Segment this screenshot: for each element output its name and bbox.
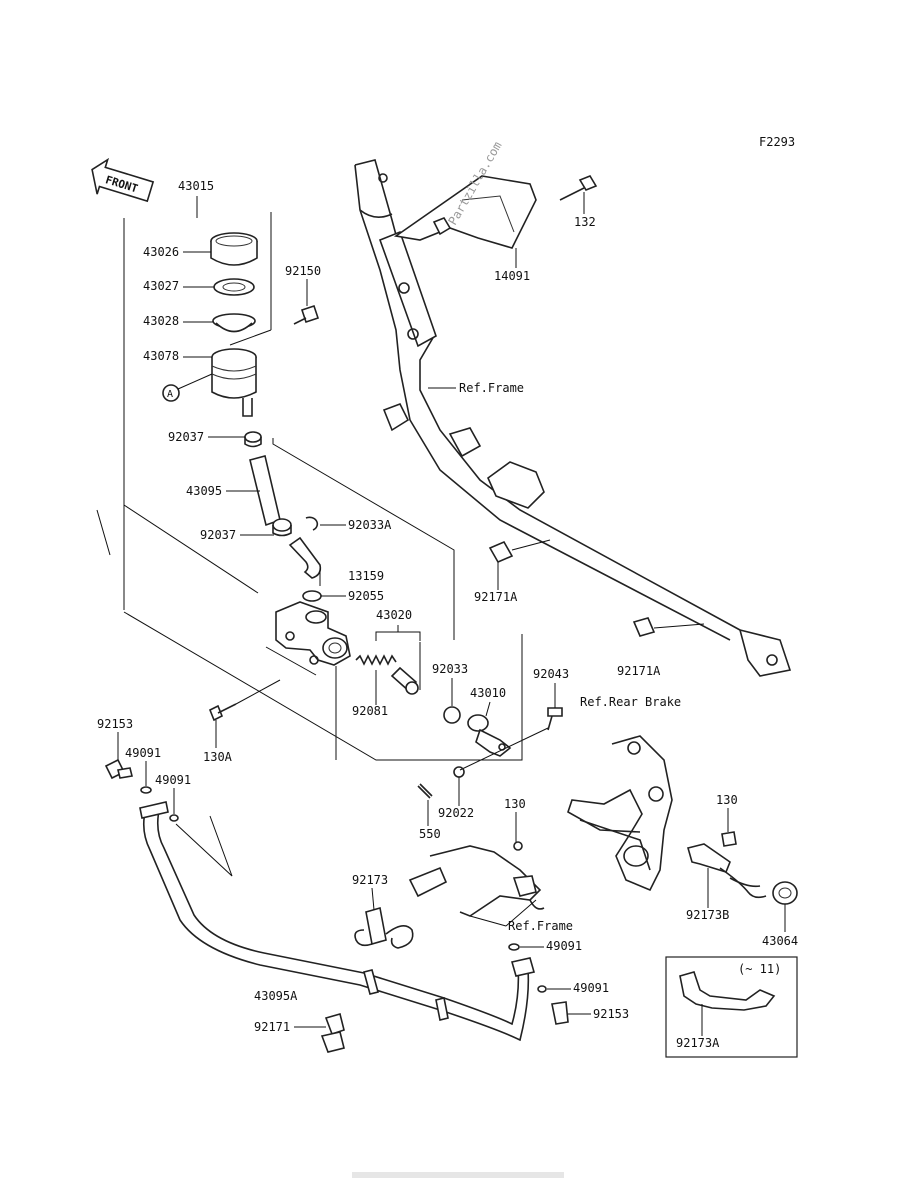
frame-upper <box>354 159 792 677</box>
ref-frame-lower: Ref.Frame <box>508 919 573 933</box>
clamp-92171a-left <box>488 540 514 564</box>
label-49091-d: 49091 <box>573 981 609 995</box>
gasket-a <box>140 786 152 794</box>
reservoir <box>211 348 257 417</box>
gasket-b <box>169 814 179 822</box>
label-43015: 43015 <box>178 179 214 193</box>
brake-hose <box>142 807 530 1042</box>
reservoir-cap <box>210 232 258 266</box>
callout-a: A <box>167 389 173 400</box>
label-92043: 92043 <box>533 667 569 681</box>
label-92153-left: 92153 <box>97 717 133 731</box>
clevis-pin <box>547 707 563 731</box>
inset-box: (~ 11) 92173A <box>665 956 798 1058</box>
label-130a: 130A <box>203 750 233 764</box>
label-92171a-left: 92171A <box>474 590 518 604</box>
bolt-130a <box>208 703 237 722</box>
diaphragm <box>212 313 256 333</box>
label-43027: 43027 <box>143 279 179 293</box>
label-43026: 43026 <box>143 245 179 259</box>
gasket-d <box>537 985 547 993</box>
ref-frame-upper: Ref.Frame <box>459 381 524 395</box>
label-130-mid: 130 <box>504 797 526 811</box>
label-92037-top: 92037 <box>168 430 204 444</box>
piston-spring <box>355 654 397 666</box>
cover-14091 <box>393 175 537 249</box>
push-rod <box>467 714 512 757</box>
label-92081: 92081 <box>352 704 388 718</box>
label-130-right: 130 <box>716 793 738 807</box>
circlip <box>443 706 461 724</box>
label-550: 550 <box>419 827 441 841</box>
label-92173b: 92173B <box>686 908 729 922</box>
label-92153-right: 92153 <box>593 1007 629 1021</box>
label-92037-bottom: 92037 <box>200 528 236 542</box>
label-92033a: 92033A <box>348 518 392 532</box>
master-cylinder-body <box>275 601 351 666</box>
label-43020: 43020 <box>376 608 412 622</box>
banjo-bolt-left <box>104 758 133 780</box>
bolt-92150 <box>293 304 320 325</box>
nut <box>432 217 452 236</box>
rear-brake-pedal-bracket <box>567 735 673 892</box>
elbow-fitting <box>288 536 322 579</box>
bolt-132 <box>559 175 598 201</box>
circlip-a <box>305 516 319 531</box>
piston <box>390 666 419 695</box>
frame-lower-fragment <box>408 841 545 917</box>
inset-note: (~ 11) <box>738 962 781 976</box>
ref-rear-brake: Ref.Rear Brake <box>580 695 681 709</box>
hose-bracket-92173 <box>354 906 414 949</box>
label-92022: 92022 <box>438 806 474 820</box>
label-43078: 43078 <box>143 349 179 363</box>
label-14091: 14091 <box>494 269 530 283</box>
label-43095a: 43095A <box>254 989 298 1003</box>
banjo-bolt-right <box>551 1001 569 1025</box>
footer-fine-print <box>352 1172 564 1178</box>
hose-clamp-top <box>244 431 262 448</box>
label-49091-c: 49091 <box>546 939 582 953</box>
clamp-92171a-right <box>632 617 656 637</box>
label-49091-a: 49091 <box>125 746 161 760</box>
label-92055: 92055 <box>348 589 384 603</box>
callout-a-circle <box>162 384 180 402</box>
figure-code: F2293 <box>759 135 795 149</box>
label-132: 132 <box>574 215 596 229</box>
diaphragm-plate <box>213 278 255 296</box>
label-43028: 43028 <box>143 314 179 328</box>
label-49091-b: 49091 <box>155 773 191 787</box>
gasket-c <box>508 943 520 951</box>
hose-clamp-92171 <box>320 1013 345 1053</box>
washer <box>453 766 465 778</box>
cotter-pin <box>417 783 433 799</box>
o-ring <box>302 590 322 602</box>
label-43095: 43095 <box>186 484 222 498</box>
front-arrow-icon: FRONT <box>91 157 155 203</box>
label-43010: 43010 <box>470 686 506 700</box>
label-92173a: 92173A <box>676 1036 720 1050</box>
label-92171a-right: 92171A <box>617 664 661 678</box>
grommet-43064 <box>772 881 798 905</box>
label-13159: 13159 <box>348 569 384 583</box>
hose-clamp-bottom <box>272 518 292 537</box>
label-92171: 92171 <box>254 1020 290 1034</box>
bolt-130-right <box>721 831 737 847</box>
label-43064: 43064 <box>762 934 798 948</box>
label-92033: 92033 <box>432 662 468 676</box>
label-92173: 92173 <box>352 873 388 887</box>
hose-bracket-92173b <box>687 843 767 899</box>
label-92150: 92150 <box>285 264 321 278</box>
